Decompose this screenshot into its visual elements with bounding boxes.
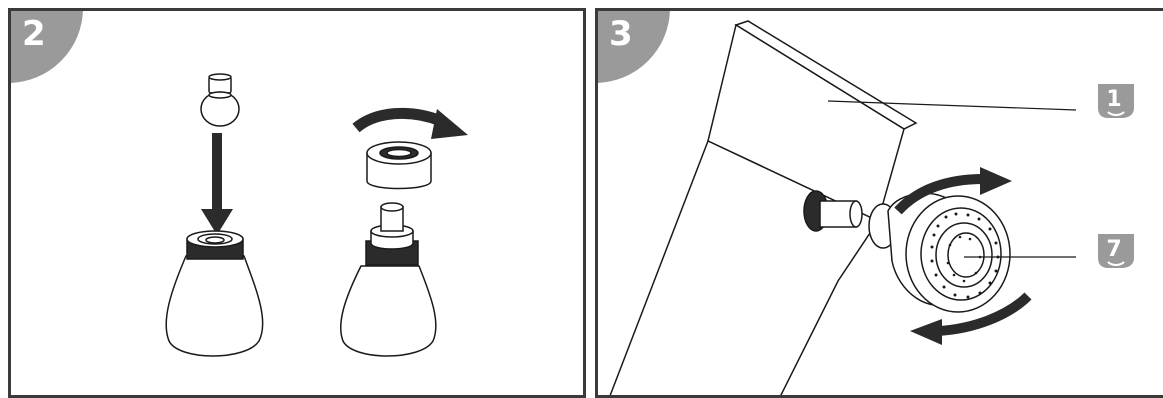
hose-fitting <box>201 74 239 126</box>
step-3-panel: 3 <box>595 8 1163 398</box>
step-2-illustration <box>11 11 586 398</box>
shower-handle-right <box>341 203 436 356</box>
shower-head <box>869 193 1010 312</box>
shower-handle-left <box>166 231 263 356</box>
connector-nut <box>367 142 431 189</box>
curved-arrow-icon <box>356 109 468 139</box>
callout-1: 1 <box>1094 82 1138 120</box>
step-2-panel: 2 <box>8 8 586 398</box>
callout-7-number: 7 <box>1094 236 1134 264</box>
callout-7: 7 <box>1094 232 1138 270</box>
step-3-illustration <box>598 11 1163 398</box>
down-arrow-icon <box>201 133 233 235</box>
callout-1-number: 1 <box>1094 86 1134 114</box>
wall-bracket <box>608 21 916 398</box>
